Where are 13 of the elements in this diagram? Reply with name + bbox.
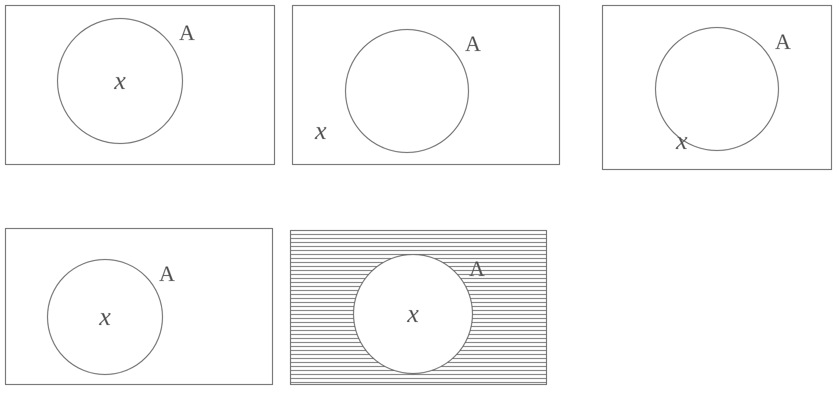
element-label: x (99, 304, 111, 330)
universe-rectangle (602, 5, 832, 170)
hatched-rectangle (290, 230, 547, 385)
element-label: x (407, 301, 419, 327)
universe-rectangle (5, 5, 275, 165)
set-label: A (179, 22, 195, 44)
set-label: A (465, 33, 481, 55)
universe-rectangle (5, 228, 273, 385)
set-label: A (159, 263, 175, 285)
element-label: x (315, 118, 327, 144)
universe-rectangle (292, 5, 560, 165)
element-label: x (114, 68, 126, 94)
set-label: A (775, 31, 791, 53)
